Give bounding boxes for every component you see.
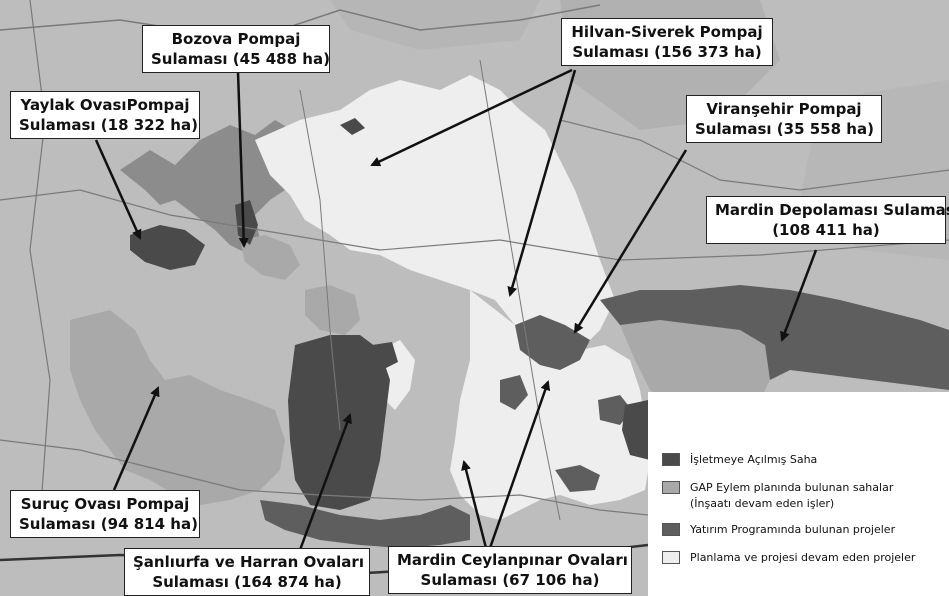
arrow-mardin-depo	[780, 249, 818, 342]
legend-label-gap-action: GAP Eylem planında bulunan sahalar	[690, 481, 894, 494]
investment-small-1	[555, 465, 600, 492]
legend-swatch-operational	[662, 453, 680, 466]
planning-area-north	[255, 75, 615, 350]
legend-label-planning: Planlama ve projesi devam eden projeler	[690, 551, 916, 564]
label-ceylanpinar: Mardin Ceylanpınar Ovaları Sulaması (67 …	[388, 546, 632, 594]
label-hilvan-line1: Hilvan-Siverek Pompaj	[571, 23, 763, 41]
label-mardin-depo-line1: Mardin Depolaması Sulaması	[715, 201, 949, 219]
arrow-ceylanpinar-1	[488, 380, 551, 549]
operational-small-1	[340, 118, 365, 135]
arrow-suruc	[112, 386, 160, 491]
label-hilvan: Hilvan-Siverek Pompaj Sulaması (156 373 …	[561, 18, 773, 66]
label-viransehir-line1: Viranşehir Pompaj	[706, 100, 862, 118]
label-viransehir: Viranşehir Pompaj Sulaması (35 558 ha)	[686, 95, 882, 143]
legend-swatch-investment	[662, 523, 680, 536]
legend-label-gap-action-sub: (İnşaatı devam eden işler)	[690, 497, 835, 510]
label-yaylak: Yaylak OvasıPompaj Sulaması (18 322 ha)	[10, 91, 200, 139]
arrow-hilvan-2	[507, 69, 577, 297]
operational-yaylak	[130, 225, 205, 270]
label-suruc: Suruç Ovası Pompaj Sulaması (94 814 ha)	[10, 490, 200, 538]
label-suruc-line1: Suruç Ovası Pompaj	[20, 495, 190, 513]
label-viransehir-line2: Sulaması (35 558 ha)	[695, 120, 874, 138]
road-east	[559, 119, 949, 191]
label-mardin-depo: Mardin Depolaması Sulaması (108 411 ha)	[706, 196, 949, 244]
investment-viransehir	[515, 315, 590, 370]
investment-south-strip	[260, 500, 470, 548]
road-north	[0, 4, 601, 41]
label-sanliurfa: Şanlıurfa ve Harran Ovaları Sulaması (16…	[124, 548, 370, 596]
gap-suruc	[70, 310, 285, 505]
legend-item-operational: İşletmeye Açılmış Saha	[662, 452, 949, 468]
road-central	[299, 89, 341, 431]
arrow-bozova	[236, 71, 249, 248]
road-west	[29, 0, 51, 521]
legend-label-investment: Yatırım Programında bulunan projeler	[690, 523, 896, 536]
road-center-east	[479, 59, 561, 521]
label-bozova: Bozova Pompaj Sulaması (45 488 ha)	[142, 25, 330, 73]
label-ceylanpinar-line2: Sulaması (67 106 ha)	[420, 571, 600, 589]
arrow-sanliurfa	[298, 413, 352, 551]
arrow-viransehir	[573, 149, 688, 334]
arrow-hilvan-1	[370, 68, 573, 167]
label-sanliurfa-line2: Sulaması (164 874 ha)	[152, 573, 342, 591]
label-bozova-line2: Sulaması (45 488 ha)	[151, 50, 330, 68]
operational-bozova	[235, 200, 258, 245]
arrow-yaylak	[94, 139, 142, 240]
label-hilvan-line2: Sulaması (156 373 ha)	[572, 43, 762, 61]
investment-small-3	[500, 375, 528, 410]
legend-swatch-planning	[662, 551, 680, 564]
label-suruc-line2: Sulaması (94 814 ha)	[19, 515, 198, 533]
label-yaylak-line1: Yaylak OvasıPompaj	[20, 96, 190, 114]
label-ceylanpinar-line1: Mardin Ceylanpınar Ovaları	[397, 551, 628, 569]
legend-item-planning: Planlama ve projesi devam eden projeler	[662, 550, 949, 566]
legend-label-operational: İşletmeye Açılmış Saha	[690, 453, 818, 466]
label-yaylak-line2: Sulaması (18 322 ha)	[19, 116, 198, 134]
label-bozova-line1: Bozova Pompaj	[171, 30, 301, 48]
gap-bozova	[240, 235, 300, 280]
label-sanliurfa-line1: Şanlıurfa ve Harran Ovaları	[133, 553, 364, 571]
gap-center	[305, 285, 360, 335]
legend-item-gap-action: GAP Eylem planında bulunan sahalar (İnşa…	[662, 480, 949, 512]
map-legend: İşletmeye Açılmış Saha GAP Eylem planınd…	[648, 392, 949, 596]
legend-item-investment: Yatırım Programında bulunan projeler	[662, 522, 949, 538]
road-mid	[0, 189, 949, 261]
legend-swatch-gap-action	[662, 481, 680, 494]
label-mardin-depo-line2: (108 411 ha)	[772, 221, 880, 239]
arrow-ceylanpinar-2	[461, 460, 488, 549]
investment-mardin	[600, 285, 949, 390]
operational-small-2	[372, 342, 398, 370]
relief-north	[330, 0, 540, 50]
planning-area-south	[450, 290, 650, 520]
